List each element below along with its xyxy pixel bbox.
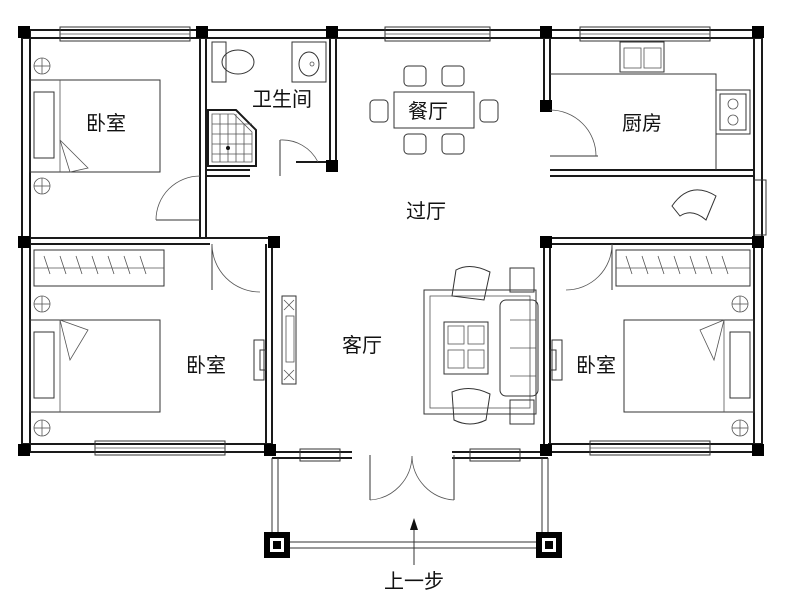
room-label-living: 客厅 [342, 333, 382, 357]
room-label-dining: 餐厅 [408, 99, 448, 123]
tv-icon [549, 339, 563, 381]
entrance-label: 上一步 [384, 569, 444, 593]
wardrobe-icon [33, 249, 165, 287]
entry-arrow-icon [410, 518, 418, 565]
shower-icon [207, 109, 257, 167]
porch [271, 458, 549, 549]
sink-icon [291, 41, 327, 83]
dining-table-icon [369, 65, 499, 155]
kitchen-counter [550, 73, 751, 170]
sofa-icon [423, 267, 539, 425]
room-label-kitchen: 厨房 [622, 111, 662, 135]
tv-cabinet [281, 295, 297, 385]
room-label-bedroom-sw: 卧室 [186, 353, 226, 377]
toilet-icon [211, 41, 255, 83]
room-label-hall: 过厅 [406, 199, 446, 223]
tv-icon [253, 339, 267, 381]
doors [155, 109, 613, 501]
armchair-icon [671, 189, 717, 221]
columns [18, 26, 764, 558]
armchair-icon [451, 266, 491, 425]
bed-icon [623, 295, 755, 437]
bed-icon [29, 57, 161, 195]
wardrobe-icon [615, 249, 751, 287]
bed-icon [29, 295, 161, 437]
door-swing-icon [369, 455, 455, 501]
windows [59, 26, 767, 462]
room-label-bedroom-nw: 卧室 [86, 111, 126, 135]
room-label-bathroom: 卫生间 [252, 87, 312, 111]
kitchen-sink-icon [619, 41, 665, 73]
interior-walls [30, 38, 754, 444]
stove-icon [719, 93, 747, 131]
room-label-bedroom-se: 卧室 [576, 353, 616, 377]
